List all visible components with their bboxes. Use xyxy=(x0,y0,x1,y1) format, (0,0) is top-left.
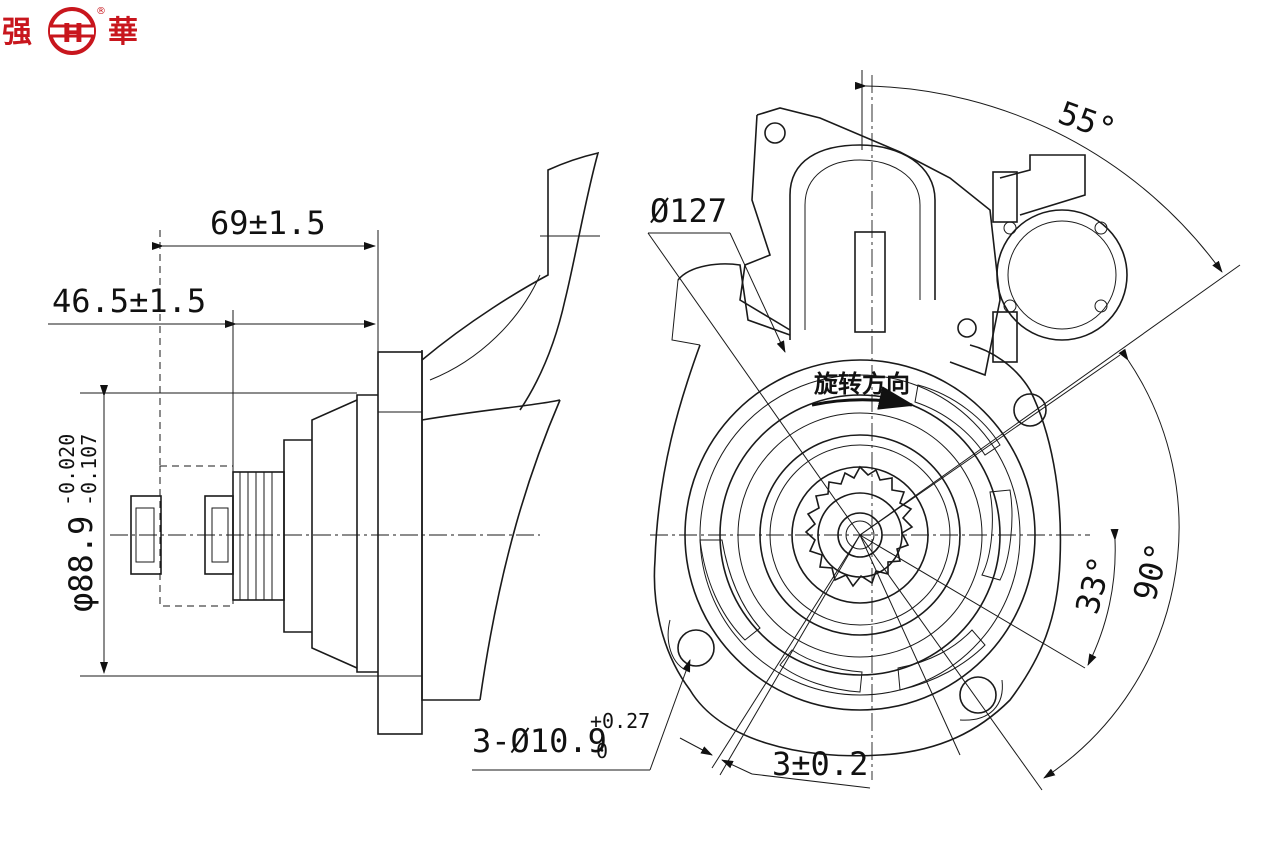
solenoid-profile xyxy=(421,151,600,411)
dim-tooth-label: 3±0.2 xyxy=(772,745,868,783)
dim-pilot-label: φ88.9 xyxy=(62,516,100,612)
dim-69-label: 69±1.5 xyxy=(210,204,326,242)
dim-46-label: 46.5±1.5 xyxy=(52,282,206,320)
dim-arc-33 xyxy=(1087,528,1119,666)
side-view: 69±1.5 46.5±1.5 φ88.9 -0.020 -0.107 xyxy=(48,151,600,735)
dim-holes-tol-upper: +0.27 xyxy=(590,709,650,733)
rotation-arrow xyxy=(811,386,915,410)
brand-char-right: 華 xyxy=(108,15,138,50)
pinion-gear xyxy=(232,471,285,601)
logo-band xyxy=(50,25,94,37)
dim-holes-tol-lower: 0 xyxy=(596,739,608,763)
mount-flange xyxy=(377,351,423,735)
registered-mark: ® xyxy=(96,6,106,17)
brand-logo: 强 H ® 華 xyxy=(2,6,138,55)
dim-pilot-tol-upper: -0.020 xyxy=(55,434,79,506)
dim-holes-label: 3-Ø10.9 xyxy=(472,722,607,760)
dim-90-label: 90° xyxy=(1126,539,1178,605)
dim-bolt-circle-label: Ø127 xyxy=(650,192,727,230)
pinion-extended-outline xyxy=(159,465,234,607)
mount-hole-top xyxy=(764,122,786,144)
rotation-direction-label: 旋转方向 xyxy=(813,370,910,398)
dim-arc-55 xyxy=(854,81,1223,273)
dim-55-label: 55° xyxy=(1054,94,1121,149)
mount-hole-left xyxy=(677,629,715,667)
dim-33-label: 33° xyxy=(1068,552,1120,618)
logo-letter: H xyxy=(62,19,84,49)
brand-char-left: 强 xyxy=(2,15,32,50)
solenoid-casting xyxy=(756,107,1001,377)
mount-hole-right xyxy=(959,676,997,714)
dim-arc-90 xyxy=(1043,348,1180,779)
front-view: 55° 90° 33° Ø127 旋转方向 3-Ø10.9 +0.27 0 3±… xyxy=(472,70,1241,791)
dim-pilot-tol-lower: -0.107 xyxy=(77,434,101,506)
